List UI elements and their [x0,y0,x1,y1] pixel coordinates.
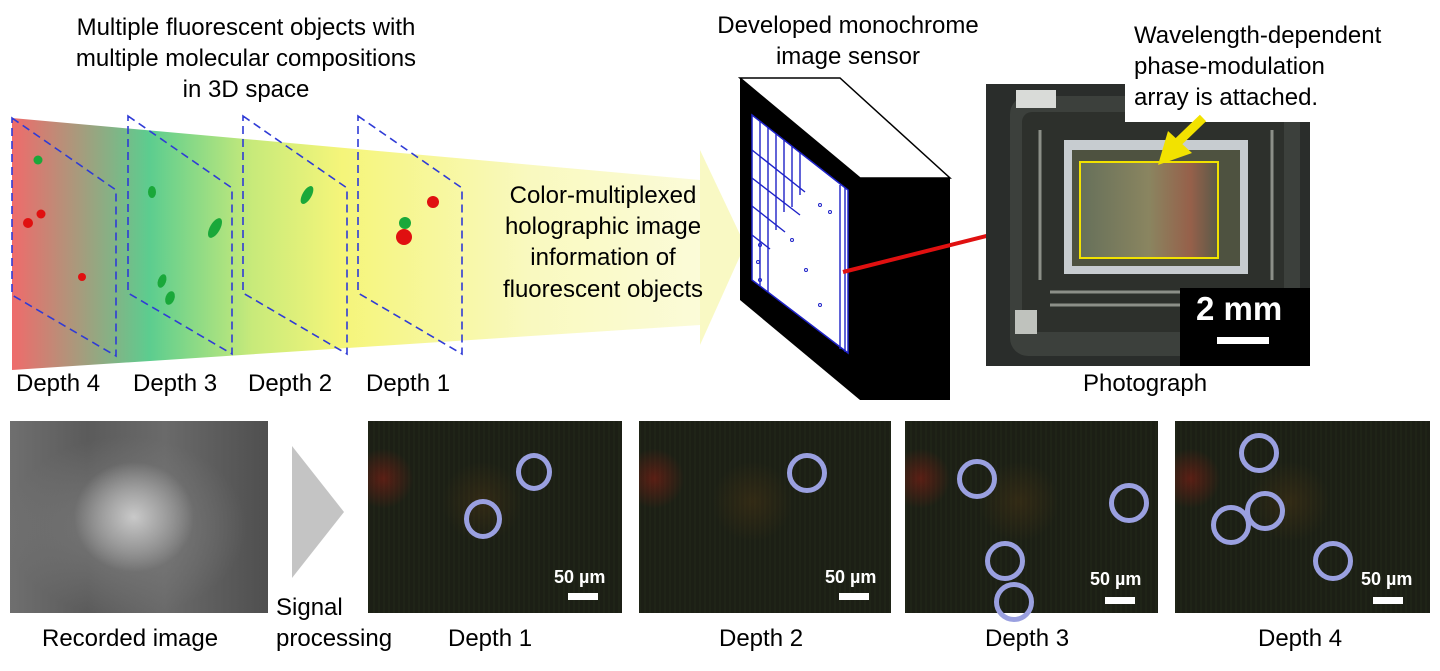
panel-caption-depth-1: Depth 1 [448,625,533,652]
panel-caption-depth-4: Depth 4 [1258,625,1343,652]
signal-processing-arrow [292,446,344,578]
depth-plane-4 [11,116,117,358]
panel-caption-depth-2: Depth 2 [719,625,804,652]
scale-label: 50 µm [1361,569,1413,589]
circle-marker [1313,541,1353,581]
panel-caption-depth-3: Depth 3 [985,625,1070,652]
reconstruction-panel-depth-3: 50 µm [905,421,1158,613]
yellow-arrow [1158,114,1207,165]
reconstruction-panel-depth-2: 50 µm [639,421,891,613]
fluorescent-objects [23,155,439,305]
beam-arrowhead [700,150,745,345]
scale-bar [839,593,869,600]
depth-plane-2 [242,114,348,356]
image-sensor [737,77,952,400]
light-beam [12,118,700,370]
scale-label: 50 µm [554,567,606,587]
reconstruction-panel-depth-4: 50 µm [1175,421,1430,613]
circle-marker [985,541,1025,581]
scale-label: 50 µm [1090,569,1142,589]
beam-text: Color-multiplexed holographic image info… [502,182,704,303]
circle-marker [1239,433,1279,473]
scale-bar [1105,597,1135,604]
depth-plane-1 [357,114,463,356]
processing-caption: Signal processing [276,594,393,653]
photo-annotation: Wavelength-dependent phase-modulation ar… [1134,22,1382,112]
scale-bar [568,593,598,600]
objects-caption: Multiple fluorescent objects with multip… [75,14,417,104]
circle-marker [516,453,552,491]
scale-bar [1373,597,1403,604]
circle-marker [1211,505,1251,545]
circle-marker [1109,483,1149,523]
photo-caption: Photograph [1083,370,1208,397]
depth-label-3: Depth 3 [133,370,218,397]
depth-label-2: Depth 2 [248,370,333,397]
circle-marker [1245,491,1285,531]
circle-marker [464,499,502,539]
circle-marker-overflow [994,582,1034,622]
recorded-caption: Recorded image [42,625,219,652]
photo-scale-bar [1217,337,1269,344]
depth-label-4: Depth 4 [16,370,101,397]
chip-photograph [986,84,1310,366]
depth-label-1: Depth 1 [366,370,451,397]
reconstruction-panel-depth-1: 50 µm [368,421,622,613]
recorded-image [10,421,268,613]
depth-plane-3 [127,114,233,356]
photo-scale-label: 2 mm [1196,290,1283,327]
circle-marker [787,453,827,493]
sensor-caption: Developed monochrome image sensor [717,12,979,71]
scale-label: 50 µm [825,567,877,587]
circle-marker [957,459,997,499]
